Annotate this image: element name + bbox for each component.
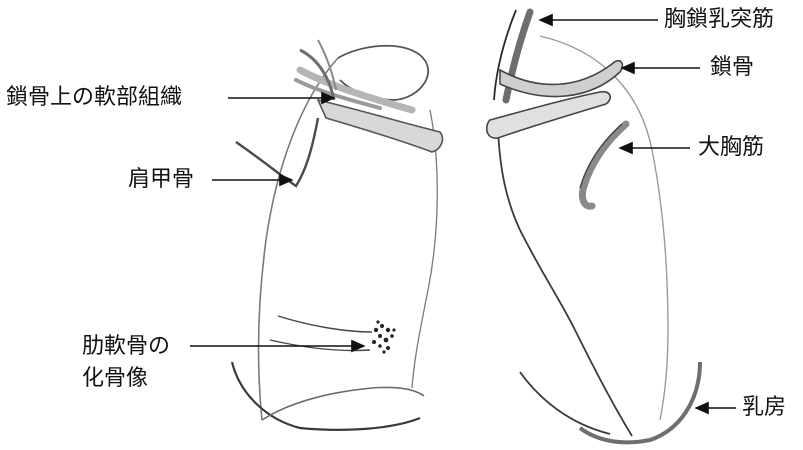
label-costal-cartilage-ossification-line2: 化骨像 <box>82 366 148 392</box>
pectoralis-major-muscle <box>580 124 626 206</box>
left-clavicle <box>296 70 442 152</box>
label-breast: 乳房 <box>742 395 786 421</box>
right-breast-contour <box>520 362 700 442</box>
label-supraclavicular-soft-tissue: 鎖骨上の軟部組織 <box>6 85 182 111</box>
leader-lines <box>190 20 736 408</box>
label-costal-cartilage-ossification-line1: 肋軟骨の <box>82 334 170 360</box>
left-scapula <box>236 40 336 186</box>
label-clavicle: 鎖骨 <box>710 55 754 81</box>
label-pectoralis-major: 大胸筋 <box>698 135 764 161</box>
label-sternocleidomastoid: 胸鎖乳突筋 <box>664 7 774 33</box>
costal-cartilage-ossification <box>270 316 396 354</box>
left-silhouette <box>259 46 438 420</box>
label-scapula: 肩甲骨 <box>128 167 194 193</box>
